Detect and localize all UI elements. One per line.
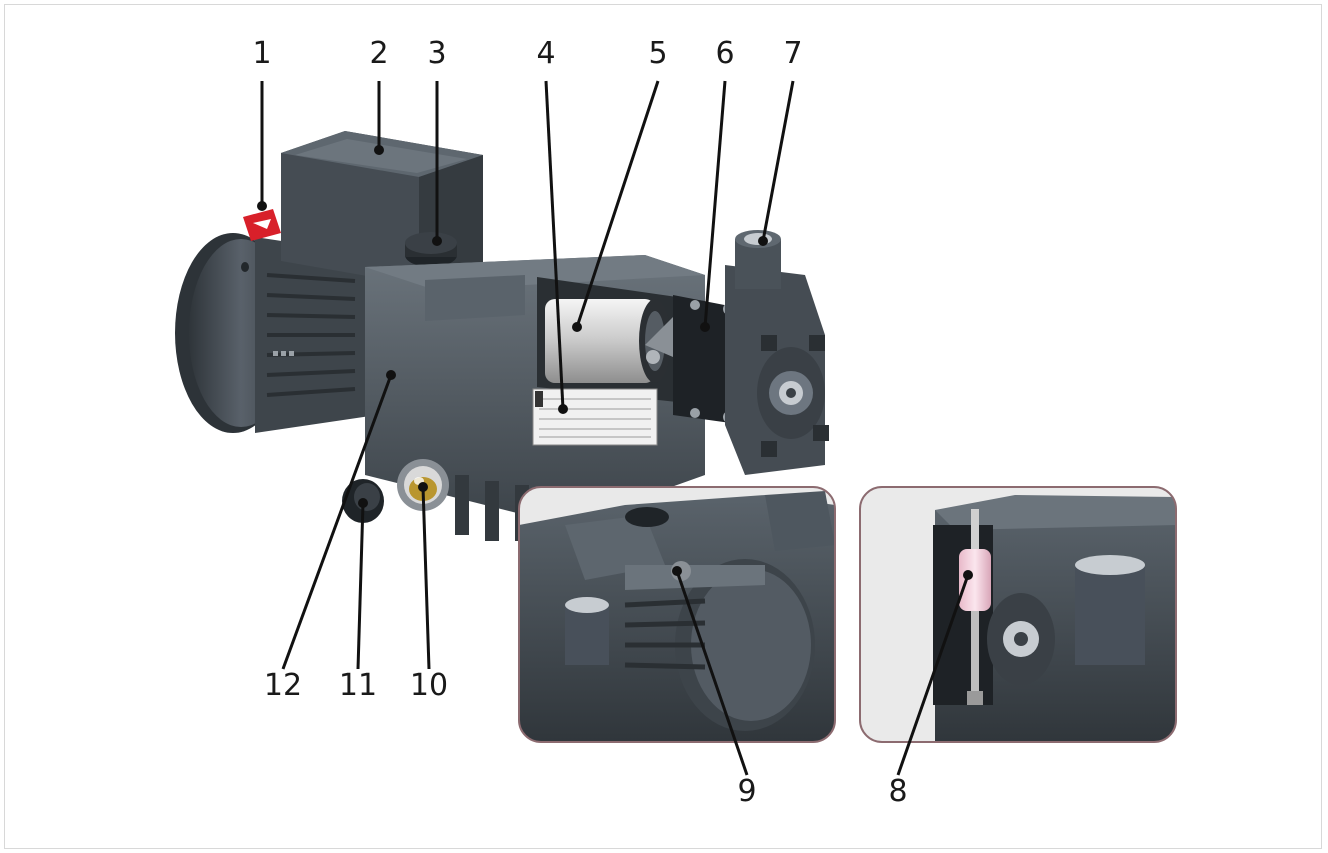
leader-9	[675, 570, 749, 776]
callout-2: 2	[369, 36, 389, 71]
figure-frame: 1 2 3 4 5 6 7 8 9 10 11 12	[4, 4, 1322, 849]
callout-3: 3	[427, 36, 447, 71]
callout-9: 9	[737, 774, 757, 809]
leader-6	[703, 80, 727, 328]
leader-4	[544, 80, 565, 410]
inset-frame-9	[518, 486, 836, 743]
callout-4: 4	[536, 36, 556, 71]
exhaust-filter	[545, 299, 655, 383]
callout-12: 12	[263, 668, 303, 703]
leader-11	[356, 502, 365, 670]
leader-dots	[257, 145, 973, 580]
nameplate	[532, 388, 658, 446]
inset-oil-filter	[859, 486, 1177, 743]
oil-filter	[959, 549, 991, 611]
inset-frame-8	[859, 486, 1177, 743]
leader-lines	[260, 80, 970, 776]
callout-7: 7	[783, 36, 803, 71]
leader-10	[421, 486, 431, 670]
leader-12	[281, 374, 393, 670]
leader-5	[575, 80, 660, 328]
leader-7	[761, 80, 795, 242]
callout-10: 10	[409, 668, 449, 703]
callout-6: 6	[715, 36, 735, 71]
callout-8: 8	[888, 774, 908, 809]
inset-gas-ballast	[518, 486, 836, 743]
callout-5: 5	[648, 36, 668, 71]
callout-11: 11	[338, 668, 378, 703]
callout-1: 1	[252, 36, 272, 71]
leader-8	[896, 574, 970, 776]
pump-assembly	[175, 131, 829, 541]
pump-illustration	[175, 80, 1177, 776]
